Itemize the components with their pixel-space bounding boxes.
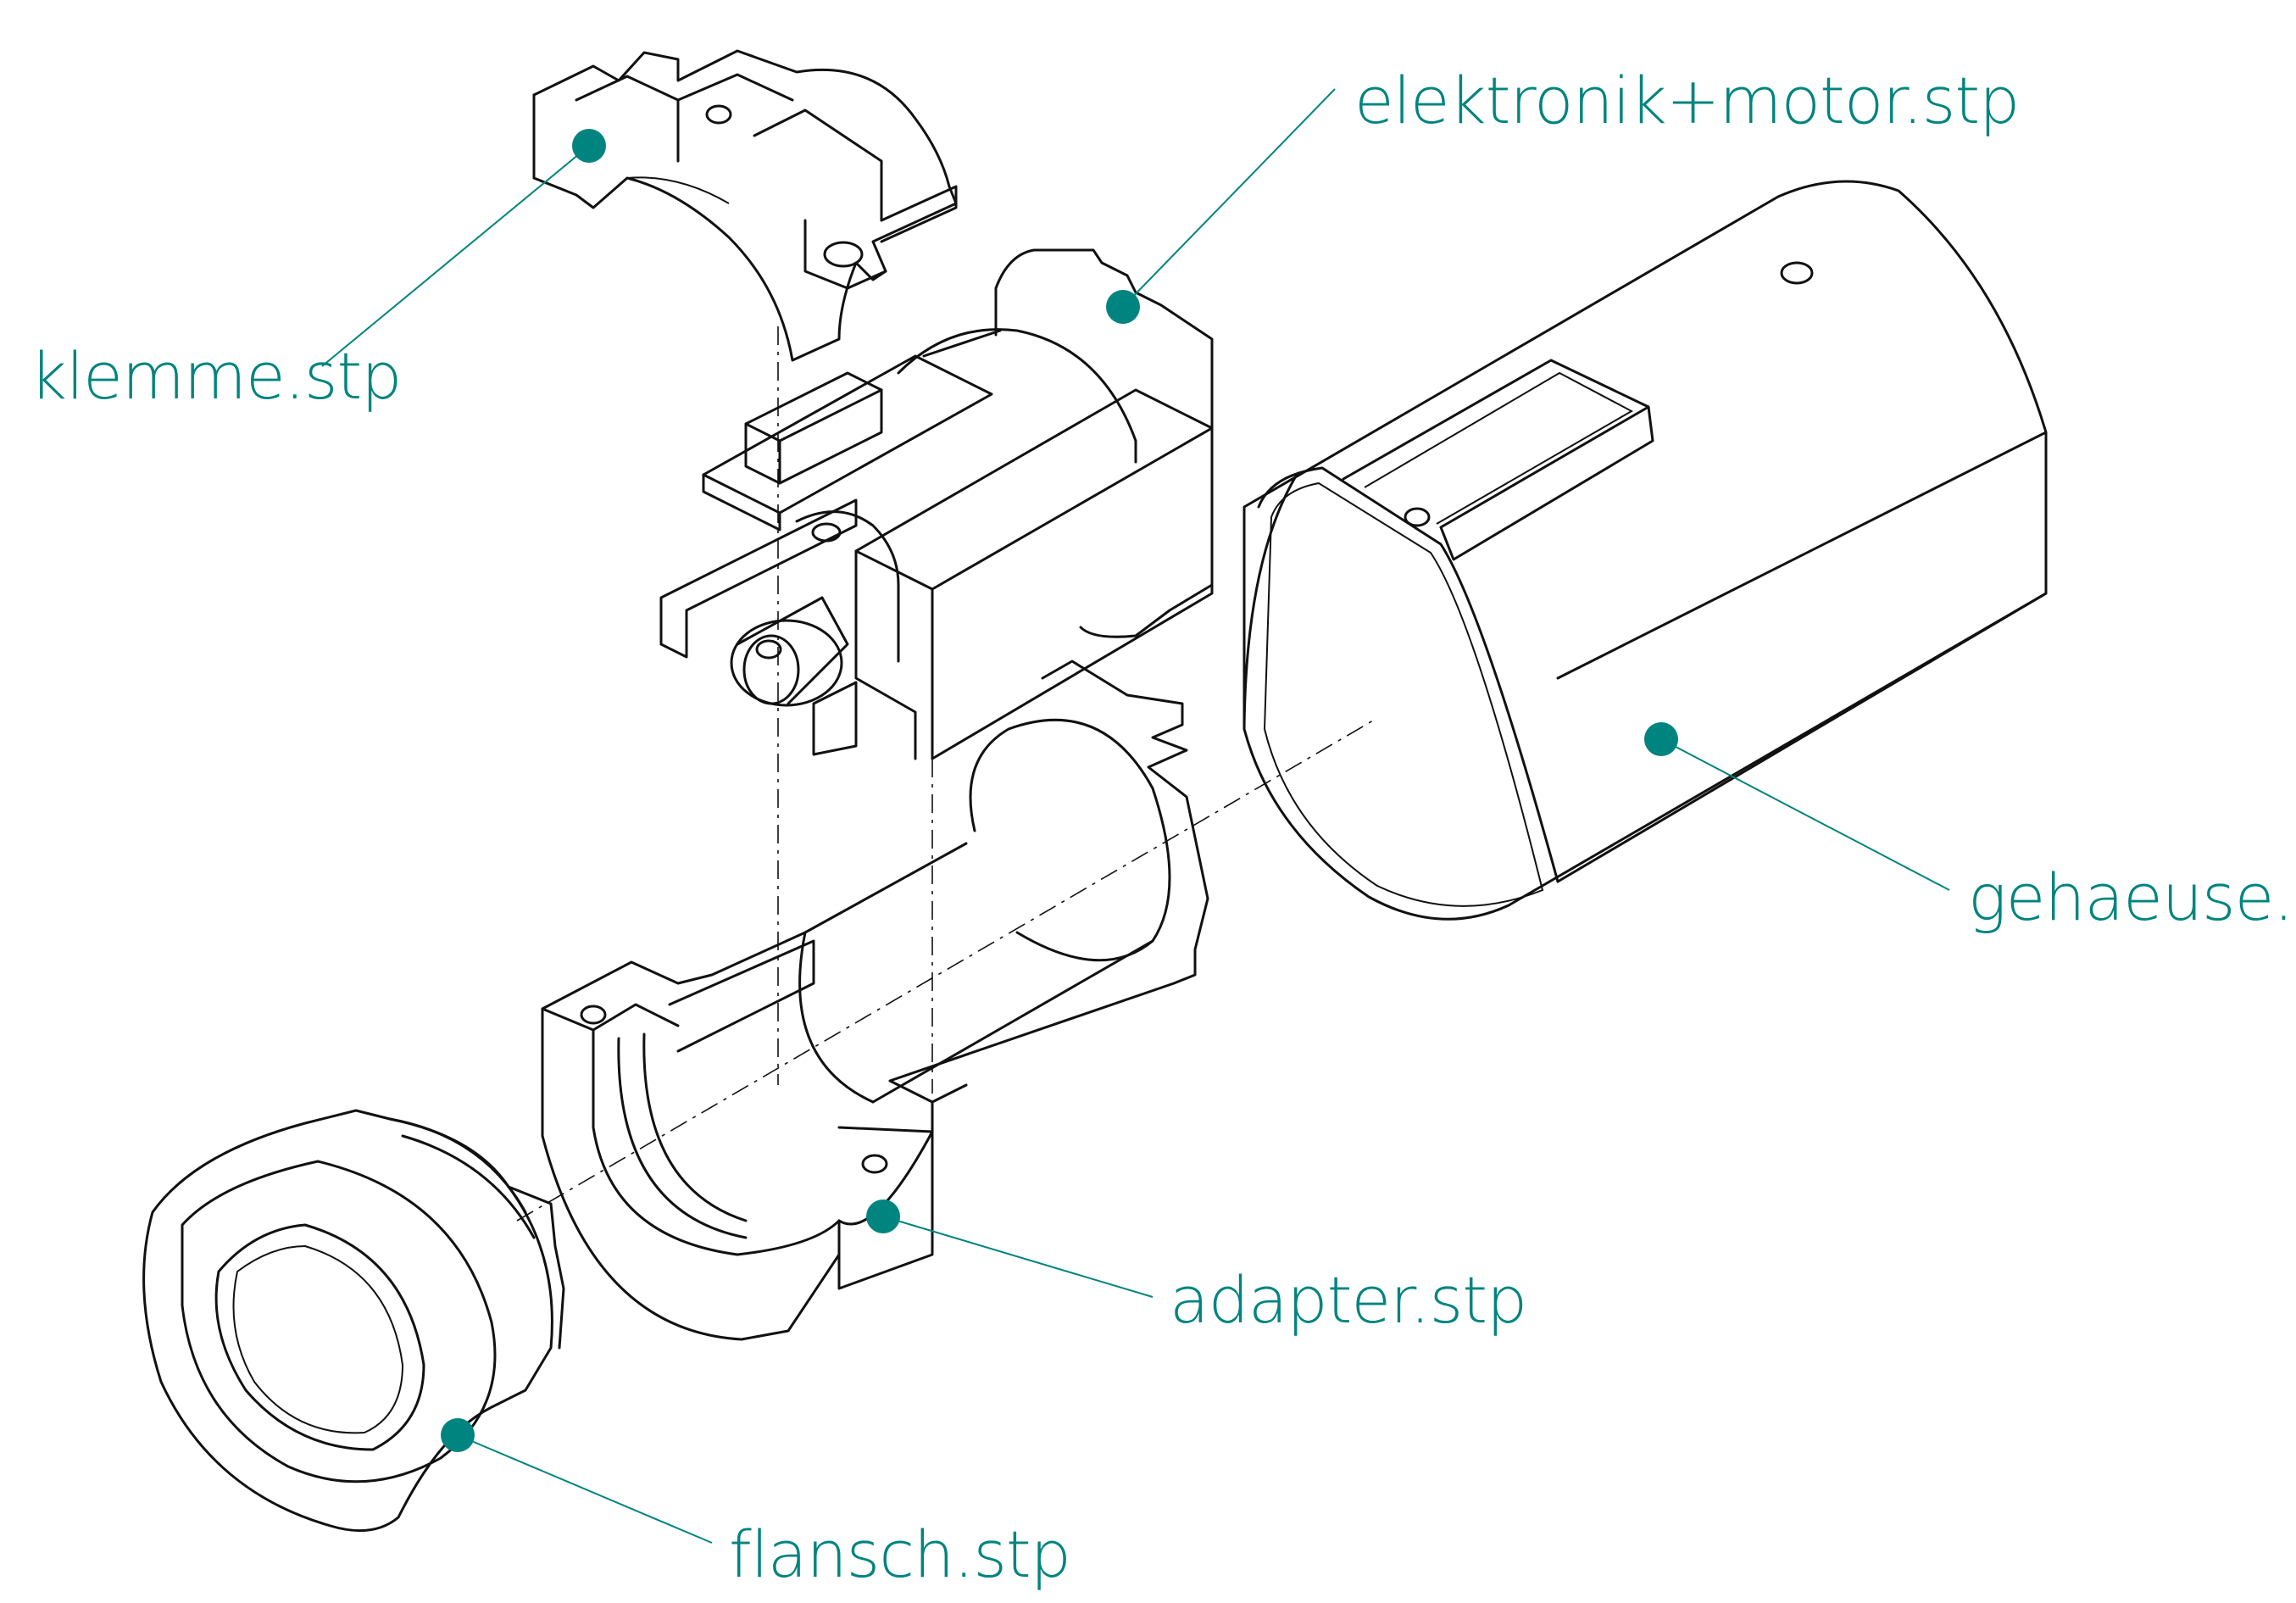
callout-dot-gehaeuse bbox=[1644, 722, 1678, 756]
callout-dot-flansch bbox=[441, 1418, 475, 1452]
alignment-lines bbox=[516, 326, 1374, 1222]
adapter-part bbox=[541, 660, 1209, 1341]
gehaeuse-part bbox=[1243, 180, 2048, 921]
callout-elektronik: elektronik+motor.stp bbox=[1106, 63, 2020, 324]
label-elektronik-motor: elektronik+motor.stp bbox=[1354, 63, 2019, 138]
label-klemme: klemme.stp bbox=[30, 338, 402, 414]
elektronik-motor-part bbox=[659, 248, 1214, 760]
callout-adapter: adapter.stp bbox=[866, 1199, 1527, 1338]
label-gehaeuse: gehaeuse.stp bbox=[1968, 860, 2296, 935]
flansch-part bbox=[142, 1109, 565, 1533]
callout-flansch: flansch.stp bbox=[441, 1418, 1071, 1592]
label-flansch: flansch.stp bbox=[729, 1517, 1070, 1592]
klemme-part bbox=[532, 49, 958, 362]
callout-dot-elektronik bbox=[1106, 290, 1140, 324]
callout-klemme: klemme.stp bbox=[30, 129, 606, 414]
callout-gehaeuse: gehaeuse.stp bbox=[1644, 722, 2296, 935]
callout-dot-klemme bbox=[572, 129, 606, 163]
label-adapter: adapter.stp bbox=[1170, 1262, 1526, 1338]
callout-dot-adapter bbox=[866, 1199, 900, 1233]
